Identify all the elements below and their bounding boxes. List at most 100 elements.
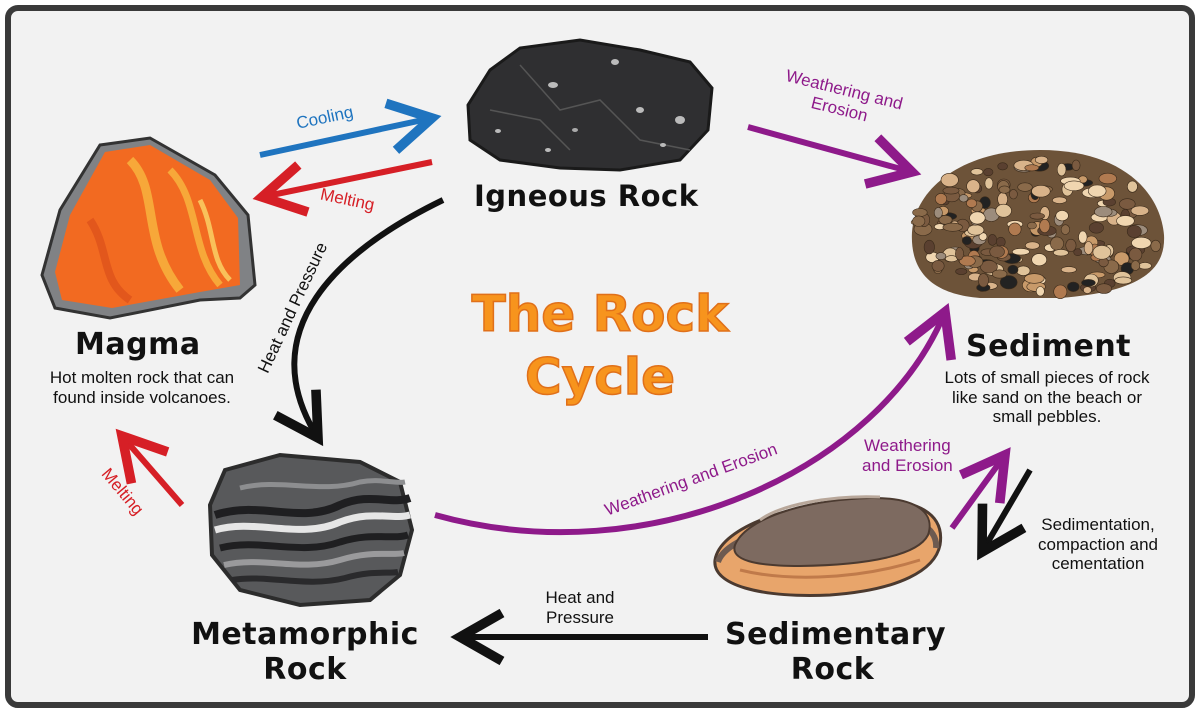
pebble [977, 273, 989, 288]
pebble [989, 245, 1005, 258]
pebble [1060, 266, 1077, 274]
sedimentation-label: Sedimentation, compaction and cementatio… [1037, 515, 1159, 574]
pebble [1012, 248, 1030, 256]
pebble [1029, 212, 1045, 220]
pebble [1009, 189, 1018, 200]
pebble [1056, 163, 1067, 177]
pebble [1039, 219, 1051, 234]
pebble [933, 207, 943, 219]
pebble [966, 198, 978, 208]
pebble [1065, 238, 1077, 252]
pebble [1050, 236, 1064, 251]
pebble [1016, 265, 1031, 276]
magma-description: Hot molten rock that can found inside vo… [49, 368, 235, 407]
pebble [1027, 221, 1037, 230]
weathering-arrow-top [747, 124, 922, 189]
pebble [1008, 222, 1022, 236]
pebble [998, 185, 1011, 194]
pebble [1088, 222, 1104, 234]
sedimentation-arrow [977, 468, 1033, 561]
pebble [997, 162, 1008, 171]
pebble [940, 173, 959, 188]
pebble [1055, 210, 1069, 222]
pebble [958, 194, 969, 203]
pebble [1130, 260, 1141, 271]
pebble [967, 224, 985, 236]
sediment-description: Lots of small pieces of rock like sand o… [944, 368, 1150, 427]
weathering-label-right: Weathering and Erosion [862, 436, 953, 475]
melting-arrow-left [115, 428, 185, 507]
sedimentary-rock-label: Sedimentary Rock [725, 617, 947, 687]
pebble [1128, 247, 1143, 262]
pebble [1092, 245, 1112, 260]
pebble [923, 239, 935, 255]
pebble [912, 215, 926, 227]
pebble [1094, 206, 1113, 218]
pebble [1071, 159, 1081, 171]
pebble [1078, 230, 1088, 244]
pebble [987, 234, 998, 246]
pebble [1035, 286, 1045, 297]
pebble [995, 236, 1006, 248]
heat-pressure-arrow-left [273, 197, 445, 447]
melting-arrow-top [252, 159, 433, 217]
pebble [1052, 196, 1067, 204]
pebble [1131, 236, 1152, 249]
cooling-arrow [259, 98, 442, 158]
pebble [984, 177, 994, 190]
pebble [1126, 225, 1142, 238]
pebble [935, 252, 947, 260]
pebble [958, 255, 976, 267]
pebble [1034, 155, 1049, 164]
pebble [1060, 224, 1070, 235]
pebble [1127, 180, 1138, 193]
heat-pressure-label-bottom: Heat and Pressure [545, 588, 615, 627]
sediment-label: Sediment [966, 329, 1132, 364]
pebble [999, 275, 1018, 290]
pebble [1031, 253, 1047, 267]
weathering-arrow-middle [434, 303, 956, 536]
pebble [1087, 184, 1107, 198]
pebble [955, 247, 964, 261]
pebble [1024, 273, 1045, 284]
pebble [1114, 276, 1132, 285]
pebble [1031, 185, 1051, 198]
pebble [995, 203, 1012, 218]
pebble [1113, 251, 1130, 266]
weathering-arrow-right [949, 447, 1011, 530]
pebble [1073, 248, 1083, 256]
pebble [931, 260, 945, 272]
pebble [1083, 241, 1094, 255]
igneous-rock-image [466, 38, 714, 172]
pebble [1098, 172, 1117, 185]
pebble [969, 211, 986, 225]
sedimentary-image [713, 495, 943, 597]
pebble [970, 168, 984, 176]
pebble [955, 268, 968, 275]
pebble [1081, 279, 1096, 287]
pebble [1063, 180, 1085, 192]
pebble [1138, 262, 1152, 270]
pebble [1119, 198, 1136, 210]
pebble [942, 186, 960, 195]
pebble [1150, 239, 1161, 252]
magma-label: Magma [75, 327, 201, 362]
pebble [942, 222, 963, 232]
pebble [980, 260, 998, 274]
pebble [1116, 215, 1135, 227]
pebble [1053, 284, 1068, 299]
pebble [1083, 286, 1092, 294]
magma-image [40, 136, 257, 320]
pebble [1067, 281, 1080, 292]
pebble [961, 236, 972, 246]
pebble [1096, 283, 1113, 294]
pebble [912, 208, 928, 217]
pebble [966, 179, 981, 193]
sediment-image [910, 150, 1165, 299]
diagram-title: The Rock Cycle [471, 284, 729, 406]
pebble [1017, 182, 1033, 192]
pebble [1053, 249, 1069, 257]
pebble [934, 193, 947, 205]
